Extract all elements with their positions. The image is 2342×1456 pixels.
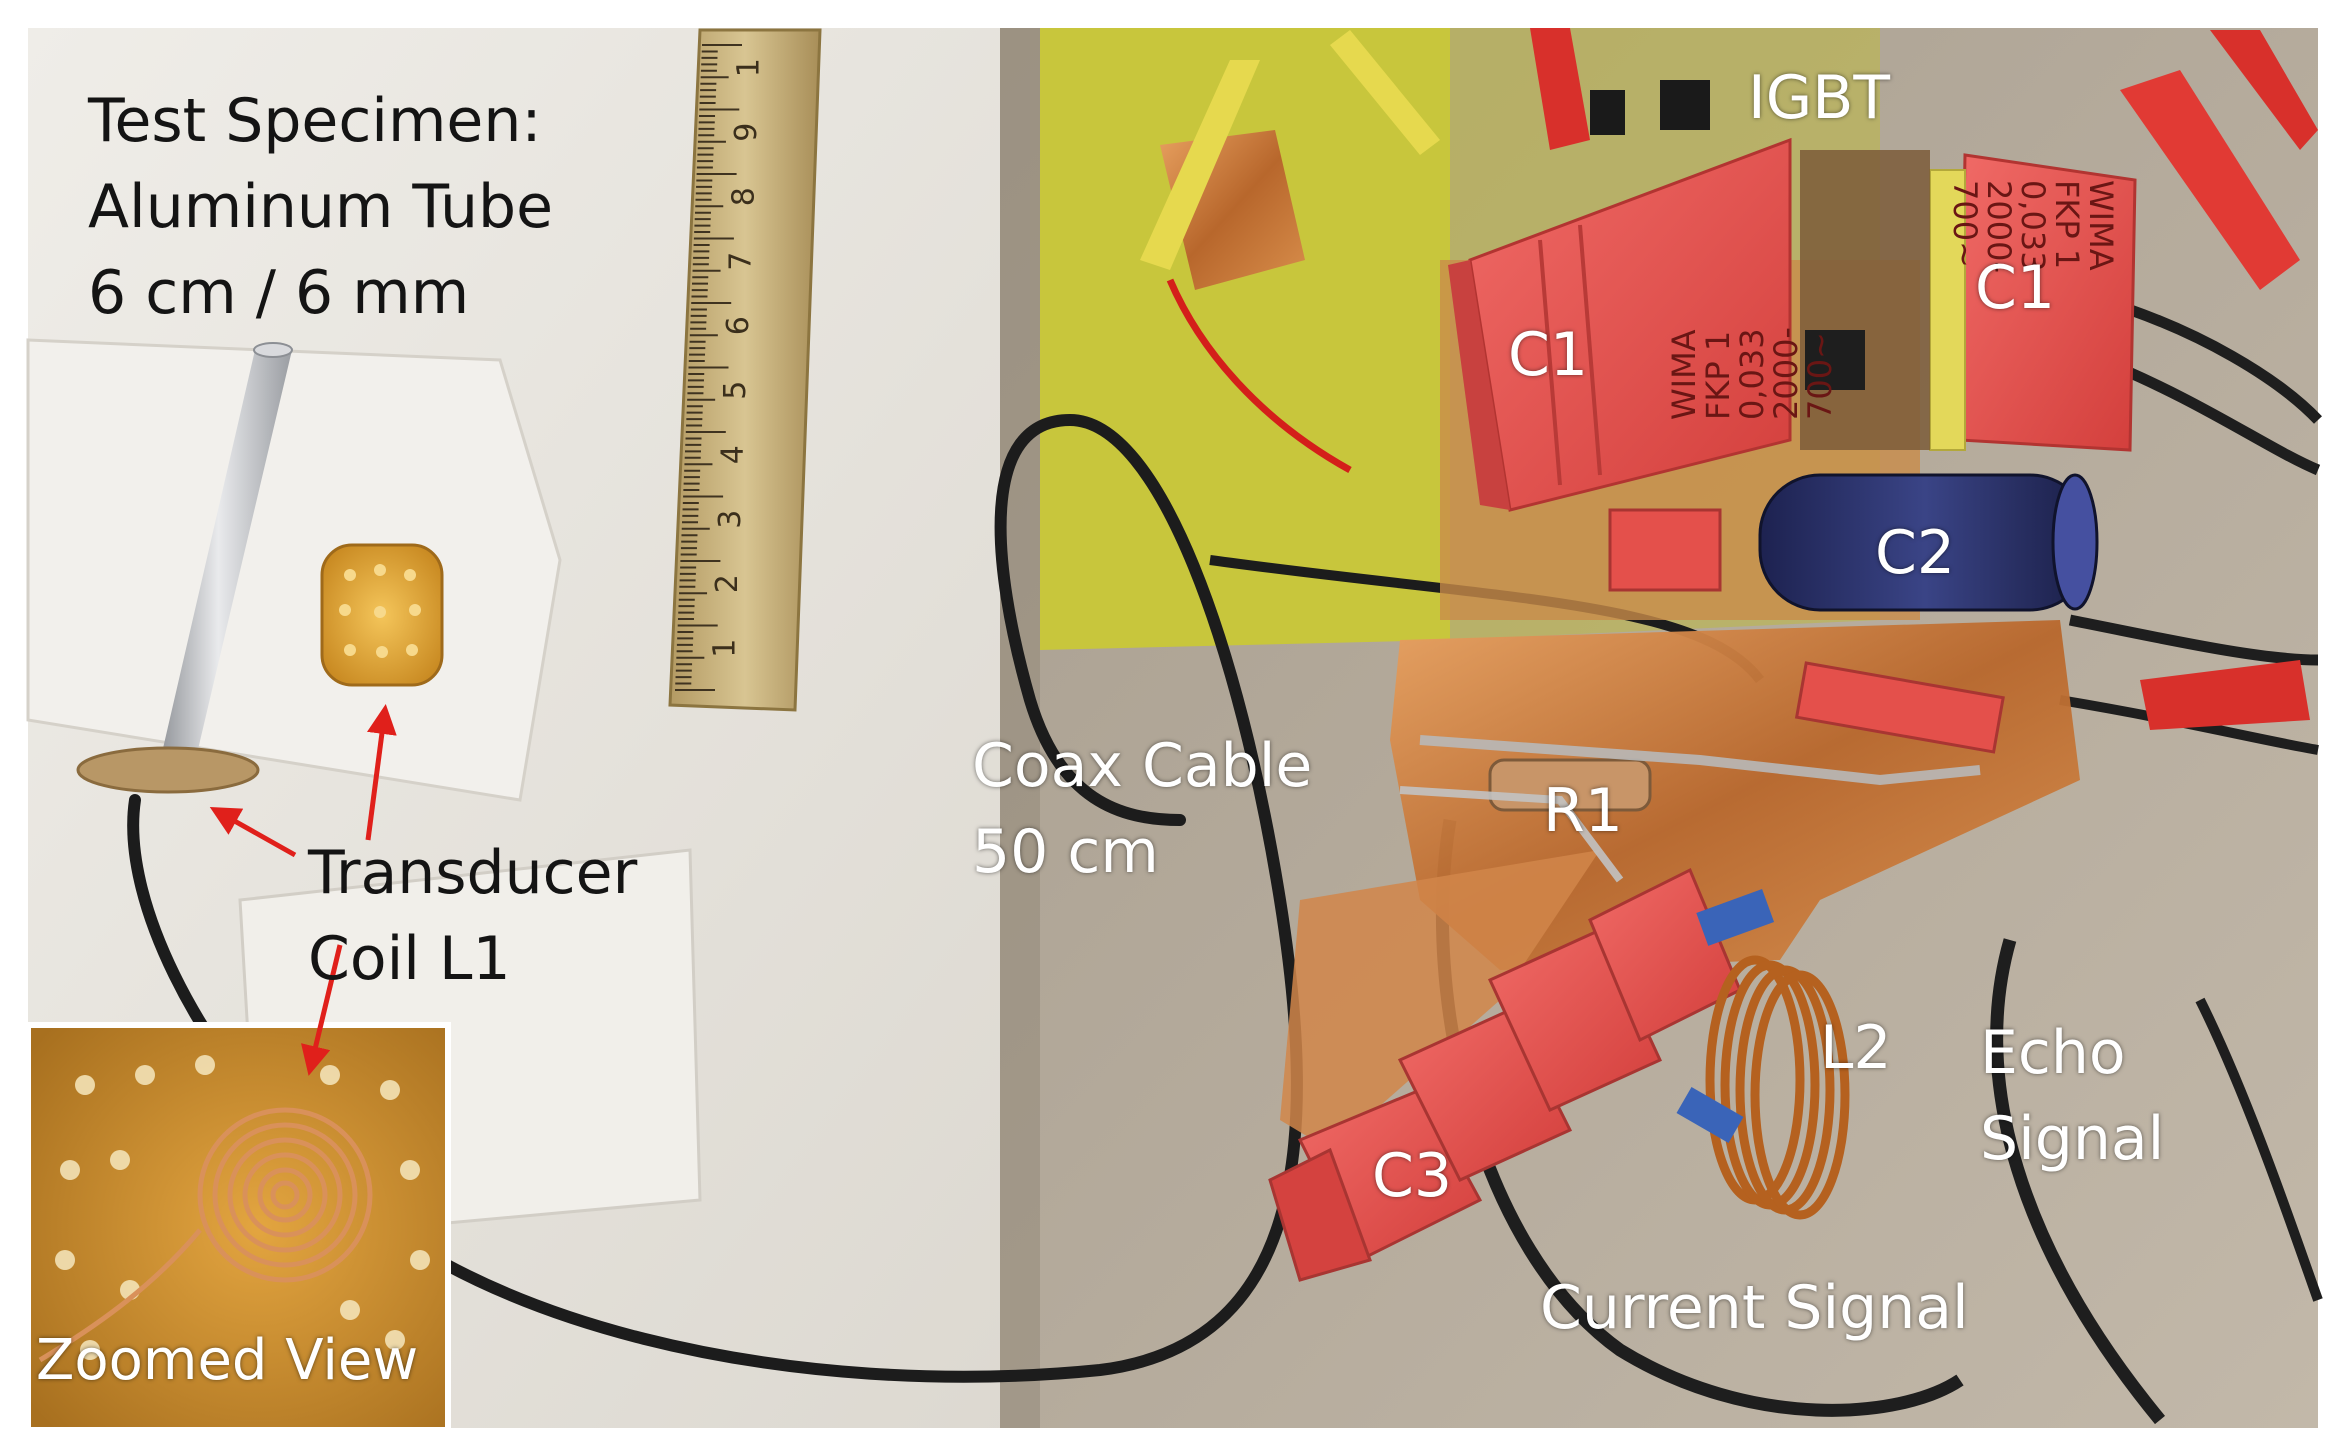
ruler-number: 5 [718,381,753,400]
small-red-capacitor [1608,508,1722,592]
arrow-to-coil-pcb [365,704,397,841]
transducer-disc [76,746,260,794]
tinned-wire-main [1419,735,1981,786]
capacitor-print-line: WIMA [2082,180,2120,271]
capacitor-print-line: 0,033 [1733,328,1771,420]
capacitor-print-line: 700~ [1946,180,1984,268]
zoomed-view-inset [25,1022,451,1433]
label-transducer-line1: Transducer [308,838,638,908]
label-igbt: IGBT [1748,63,1891,133]
inductor-l2 [1705,955,1850,1220]
ruler-number: 6 [721,316,756,335]
capacitor-c1-left [1448,137,1792,512]
arrow-to-transducer-disc [209,807,297,858]
label-echo-line1: Echo [1980,1018,2126,1088]
label-transducer-line2: Coil L1 [308,924,511,994]
blue-clip-upper [1696,889,1775,946]
ruler-number: 9 [729,123,764,142]
table-edge [1000,28,1040,1428]
capacitor-print-line: 2000- [1980,180,2018,273]
ruler-number: 3 [713,510,748,529]
ruler: 1 2 3 4 5 6 7 8 9 1 [668,28,822,712]
capacitor-print-line: FKP 1 [1699,331,1737,420]
label-transducer-coil: Transducer Coil L1 [308,830,637,1002]
label-c1-left: C1 [1508,320,1589,390]
label-c1-right: C1 [1975,253,2056,323]
probe-cable-5 [2195,997,2323,1302]
tinned-wire-r1 [1399,786,1624,883]
capacitor-bank-c3 [1268,867,1742,1282]
ruler-number: 7 [724,252,759,271]
red-capacitor-mid [1794,661,2005,754]
ruler-number: 4 [715,445,750,464]
svg-text:WIMAFKP 10,0332000-700~: WIMAFKP 10,0332000-700~ [1946,180,2120,273]
aluminum-tube [158,342,293,775]
capacitor-print-line: 0,033 [2014,180,2052,272]
label-test-specimen-line1: Test Specimen: [88,86,542,156]
yellow-alligator-clips [1140,30,1440,270]
label-echo-line2: Signal [1980,1104,2165,1174]
igbt-module [1590,80,1930,450]
probe-cable-4 [2059,695,2319,755]
probe-cable-1 [2098,294,2322,424]
label-current-signal: Current Signal [1540,1273,1969,1343]
capacitor-print-line: 2000- [1767,327,1805,420]
red-alligator-clips [1530,28,2318,730]
copper-foil-strip [1280,850,1600,1150]
capacitor-c1-right [1929,153,2137,452]
label-test-specimen-line3: 6 cm / 6 mm [88,258,470,328]
label-coax-line1: Coax Cable [972,731,1313,801]
annotation-arrows [209,704,397,1076]
label-r1: R1 [1543,776,1623,846]
fiberglass-board [1040,28,1450,650]
capacitor-print-line: WIMA [1665,329,1703,420]
label-l2: L2 [1820,1013,1892,1083]
capacitor-print-line: 700~ [1801,332,1839,420]
red-wire [1166,278,1352,474]
ruler-number: 8 [726,187,761,206]
label-echo-signal: Echo Signal [1980,1010,2164,1182]
label-c2: C2 [1875,518,1956,588]
capacitor-print-line: FKP 1 [2048,180,2086,269]
ruler-number: 1 [707,639,742,658]
capacitor-c1-left-print: WIMAFKP 10,0332000-700~ [1665,327,1839,420]
probe-cable-3 [2068,614,2319,666]
foam-block-upper [26,338,562,802]
label-test-specimen: Test Specimen: Aluminum Tube 6 cm / 6 mm [88,78,553,336]
echo-signal-cable [1990,938,2166,1425]
ruler-number: 1 [732,58,767,77]
blue-clip-lower [1676,1087,1744,1143]
svg-text:WIMAFKP 10,0332000-700~: WIMAFKP 10,0332000-700~ [1665,327,1839,420]
zoomed-coil-spiral [197,1107,373,1283]
transducer-coil-l1 [320,543,444,687]
label-coax-line2: 50 cm [972,817,1159,887]
capacitor-c1-right-print: WIMAFKP 10,0332000-700~ [1946,180,2120,273]
ruler-number: 2 [710,574,745,593]
capacitor-c2 [1758,473,2099,612]
label-c3: C3 [1372,1141,1453,1211]
probe-cable-2 [2097,354,2321,476]
label-zoomed-view: Zoomed View [36,1328,419,1393]
arrow-to-zoomed-view [301,944,343,1076]
label-test-specimen-line2: Aluminum Tube [88,172,553,242]
label-coax-cable: Coax Cable 50 cm [972,723,1312,895]
